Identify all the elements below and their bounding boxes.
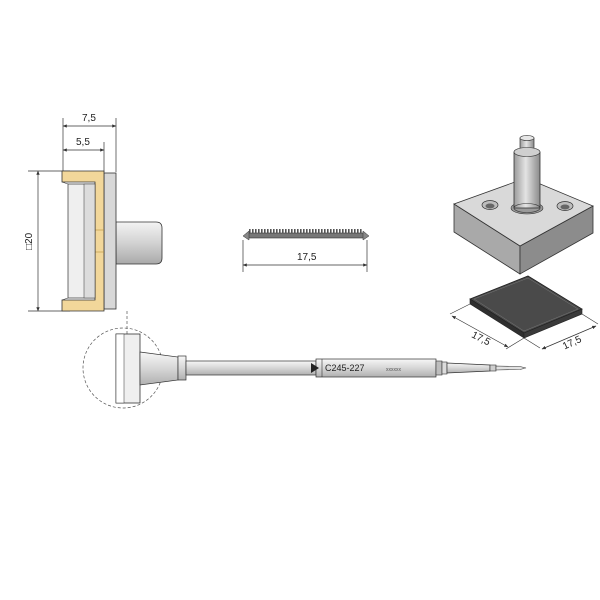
profile-tooth — [270, 229, 272, 233]
cartridge-shaft — [185, 360, 317, 376]
profile-tooth — [261, 229, 263, 233]
dim-iso-left-label: 17,5 — [469, 330, 492, 349]
profile-tooth — [285, 229, 287, 233]
profile-tooth — [303, 229, 305, 233]
cartridge-side-view: C245-227 xxxxxx — [82, 327, 527, 409]
profile-tooth — [267, 229, 269, 233]
profile-tooth — [276, 229, 278, 233]
profile-tooth — [339, 229, 341, 233]
profile-tooth — [252, 229, 254, 233]
cartridge-model-label: C245-227 — [325, 363, 365, 373]
profile-tooth — [354, 229, 356, 233]
profile-tooth — [297, 229, 299, 233]
profile-tooth — [300, 229, 302, 233]
dim-height-label: □20 — [24, 232, 35, 250]
profile-tooth — [327, 229, 329, 233]
profile-tooth — [315, 229, 317, 233]
profile-tooth — [249, 229, 251, 233]
profile-tooth — [348, 229, 350, 233]
iso-stem — [513, 151, 541, 209]
back-plate — [103, 172, 117, 310]
profile-tooth — [288, 229, 290, 233]
profile-tooth — [294, 229, 296, 233]
dim-iso-right-label: 17,5 — [561, 334, 584, 352]
dim-line-iso-right — [541, 325, 597, 350]
profile-tooth — [282, 229, 284, 233]
profile-tooth — [336, 229, 338, 233]
profile-tooth — [255, 229, 257, 233]
isometric-view: 17,5 17,5 — [449, 135, 599, 352]
profile-tooth — [324, 229, 326, 233]
profile-tooth — [291, 229, 293, 233]
side-section-view: 7,5 5,5 □20 — [24, 113, 163, 334]
profile-tooth — [312, 229, 314, 233]
profile-tooth — [279, 229, 281, 233]
profile-tooth — [321, 229, 323, 233]
thin-profile-view: 17,5 — [242, 229, 370, 272]
profile-tooth — [342, 229, 344, 233]
orientation-arrow-icon — [311, 363, 319, 373]
profile-tooth — [318, 229, 320, 233]
profile-tooth — [309, 229, 311, 233]
profile-tooth — [273, 229, 275, 233]
dim-top-inner-label: 5,5 — [76, 137, 90, 148]
profile-tooth — [351, 229, 353, 233]
profile-tooth — [360, 229, 362, 233]
profile-tooth — [330, 229, 332, 233]
dim-line-iso-left — [451, 315, 509, 348]
profile-tooth — [264, 229, 266, 233]
dim-middle-label: 17,5 — [297, 252, 317, 263]
profile-tooth — [357, 229, 359, 233]
profile-tooth — [258, 229, 260, 233]
profile-tooth — [345, 229, 347, 233]
dim-top-outer-label: 7,5 — [82, 113, 96, 124]
profile-tooth — [333, 229, 335, 233]
profile-tooth — [306, 229, 308, 233]
profile-teeth — [249, 229, 362, 233]
iso-pad-top — [469, 275, 583, 334]
cartridge-code-label: xxxxxx — [386, 367, 402, 373]
